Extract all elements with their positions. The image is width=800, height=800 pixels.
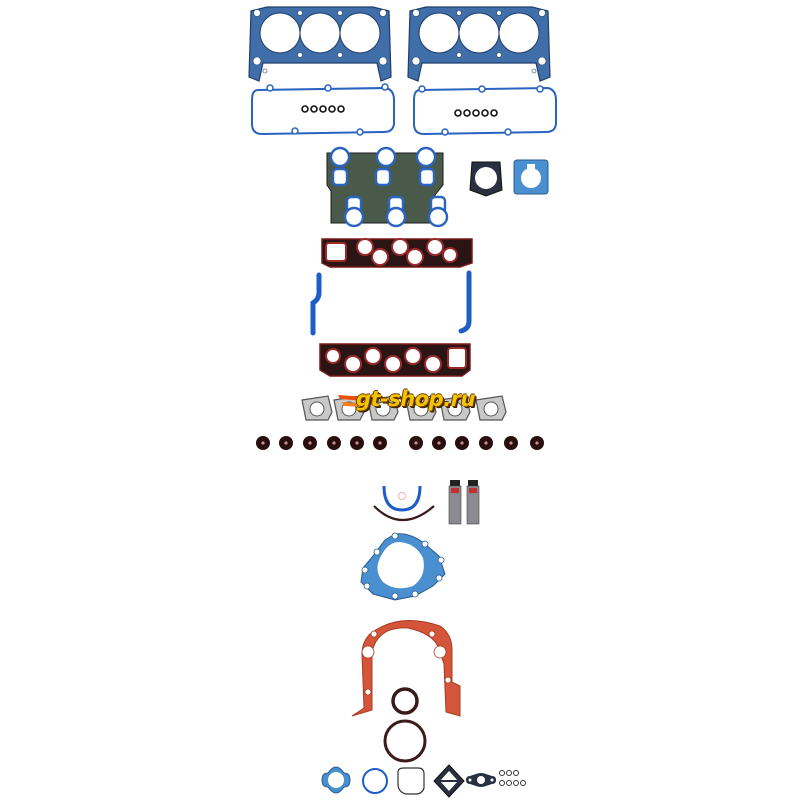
watermark-text: gt-shop.ru xyxy=(356,387,475,411)
speed-swoosh-icon xyxy=(338,395,366,407)
timing-cover-gasket xyxy=(348,612,464,720)
rear-main-seal xyxy=(372,482,442,526)
thermostat-gasket xyxy=(318,765,354,795)
sensor-gasket xyxy=(464,770,498,790)
lower-intake-manifold-gasket-1 xyxy=(320,233,475,271)
lower-intake-manifold-gasket-2 xyxy=(318,340,473,380)
intake-end-seal-left xyxy=(305,272,325,336)
watermark-logo: gt-shop.ru xyxy=(338,387,478,417)
exhaust-manifold-gaskets xyxy=(298,390,508,424)
water-pump-gasket xyxy=(355,530,455,602)
rtv-sealant-tubes xyxy=(448,478,482,526)
valve-stem-seals xyxy=(254,434,554,452)
egr-valve-gasket xyxy=(432,763,466,799)
throttle-body-gasket-black xyxy=(466,158,506,198)
valve-cover-gasket-right xyxy=(410,84,560,138)
cylinder-head-gasket-left xyxy=(245,3,395,83)
o-ring-large xyxy=(360,766,390,796)
oil-pickup-gasket xyxy=(394,764,428,798)
intake-end-seal-right xyxy=(458,270,479,335)
crankshaft-rear-seal xyxy=(382,718,428,764)
valve-cover-gasket-left xyxy=(248,83,398,138)
small-o-rings xyxy=(496,767,530,791)
upper-intake-manifold-gasket xyxy=(323,145,449,228)
cylinder-head-gasket-right xyxy=(404,3,554,83)
crankshaft-front-seal xyxy=(390,685,420,717)
throttle-body-gasket-blue xyxy=(512,158,550,196)
